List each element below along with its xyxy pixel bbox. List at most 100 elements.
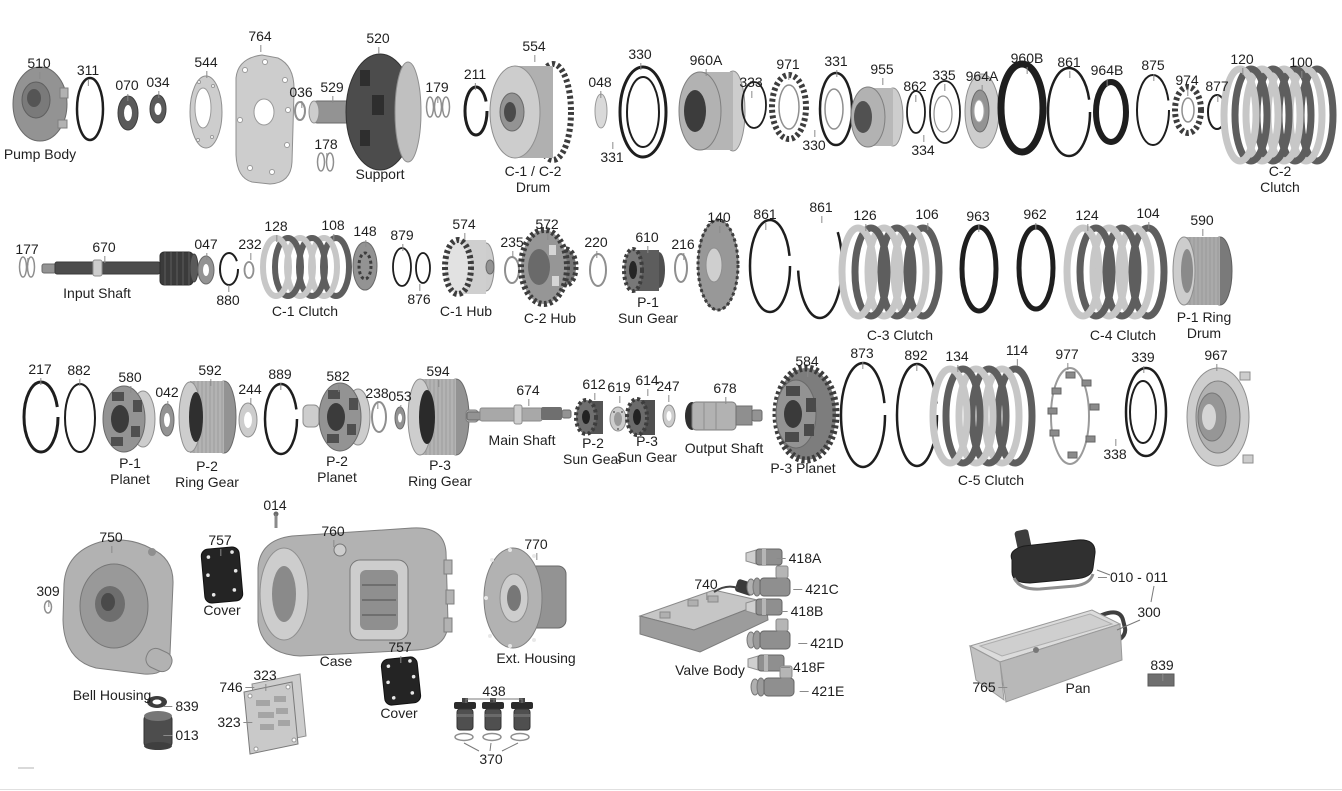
part-number-418B: 418B [778,603,824,619]
seal-ring-964B-art [1093,79,1129,145]
part-caption-output_shaft: Output Shaft [684,440,764,456]
part-number-014: 014 [263,497,287,521]
part-caption-p3_sun: P-3 Sun Gear [617,433,677,466]
part-number-370: 370 [479,751,503,767]
part-number-862: 862 [903,78,927,102]
seal-070-art [117,95,139,131]
part-number-584: 584 [795,353,819,377]
part-number-612: 612 [582,376,606,400]
sprag-971-art [769,72,809,142]
part-number-120: 120 [1230,51,1254,75]
part-caption-input_shaft: Input Shaft [63,285,131,301]
part-number-955: 955 [870,61,894,85]
part-caption-c2_clutch: C-2 Clutch [1260,163,1300,196]
part-number-873: 873 [850,345,874,369]
part-number-339: 339 [1131,349,1155,373]
part-number-042: 042 [155,384,179,408]
part-number-070: 070 [115,77,139,101]
part-number-106: 106 [915,206,939,230]
part-number-554: 554 [522,38,546,62]
part-number-238: 238 [365,385,389,409]
sensors-438-art [454,698,533,731]
part-number-244: 244 [238,381,262,405]
p2-ring-gear-art [178,380,237,454]
c2-clutch-pack-art [1220,65,1337,165]
o-ring-311-art [75,76,105,142]
part-number-217: 217 [28,361,52,385]
part-number-889: 889 [268,366,292,390]
part-number-974: 974 [1175,72,1199,96]
part-number-323a: 323 [253,667,277,691]
part-number-335: 335 [932,67,956,91]
part-number-047: 047 [194,236,218,260]
solenoid-418B-art [745,598,783,616]
part-number-330b: 330 [802,130,826,153]
p1-sun-gear-art [622,247,665,293]
pan-filter-010-011-art [1010,529,1096,591]
rings-178-art [316,152,335,172]
part-number-740: 740 [694,576,718,600]
snap-ring-892-art [895,362,939,468]
o-rings-370-art [454,732,530,752]
part-number-179: 179 [425,79,449,103]
sleeve-529-art [308,100,356,124]
part-number-235: 235 [500,234,524,258]
part-number-839a: 839 [163,698,199,714]
part-number-108: 108 [321,217,345,241]
part-number-544: 544 [194,54,218,78]
part-number-967: 967 [1204,347,1228,371]
rings-330-331-art [618,65,668,159]
bearing-619-art [609,406,627,432]
part-caption-pump_body: Pump Body [3,146,77,162]
part-number-216: 216 [671,236,695,260]
part-number-034: 034 [146,74,170,98]
seal-053-art [394,406,406,430]
seal-047-art [197,255,215,285]
part-number-421E: 421E [799,683,845,699]
ring-876-art [415,252,431,284]
part-number-520: 520 [366,30,390,54]
valve-body-art [638,579,769,653]
solenoid-421C-art [746,565,791,597]
c1-hub-art [442,237,495,297]
c1-c2-drum-art [489,61,574,163]
part-number-861b: 861 [753,206,777,230]
part-number-104: 104 [1136,205,1160,229]
separator-plate-764-art [235,54,295,185]
part-caption-cover_b: Cover [380,705,418,721]
part-number-529: 529 [320,79,344,103]
part-number-323b: 323 [217,714,254,730]
part-number-765: 765 [972,679,1009,695]
part-number-418F: 418F [781,659,825,675]
part-number-964B: 964B [1090,62,1124,86]
part-number-211: 211 [463,66,487,90]
disc-140-art [696,218,740,312]
part-number-036: 036 [289,84,313,108]
part-number-614: 614 [635,372,659,396]
solenoid-421D-art [746,618,791,650]
ring-333-art [741,81,767,129]
part-number-764: 764 [248,28,272,52]
c2-hub-art [518,227,579,307]
part-number-879: 879 [390,227,414,251]
part-number-220: 220 [584,234,608,258]
part-number-760: 760 [321,523,345,547]
cover-757-2-art [380,656,422,706]
part-number-338: 338 [1103,439,1127,462]
solenoid-421E-art [750,665,795,697]
part-number-590: 590 [1190,212,1214,236]
part-number-438: 438 [482,683,506,699]
bottom-left-dash-art [18,767,34,769]
seal-ring-960B-art [997,60,1047,156]
part-number-674: 674 [516,382,540,406]
solenoid-418A-art [745,548,783,566]
spring-retainer-977-art [1047,367,1100,465]
part-number-750: 750 [99,529,123,553]
part-number-962: 962 [1023,206,1047,230]
bearing-964A-art [964,73,1000,149]
part-number-610: 610 [635,229,659,253]
part-caption-c1_hub: C-1 Hub [439,303,493,319]
part-number-421C: 421C [793,581,839,597]
part-caption-p1_planet: P-1 Planet [110,455,150,488]
